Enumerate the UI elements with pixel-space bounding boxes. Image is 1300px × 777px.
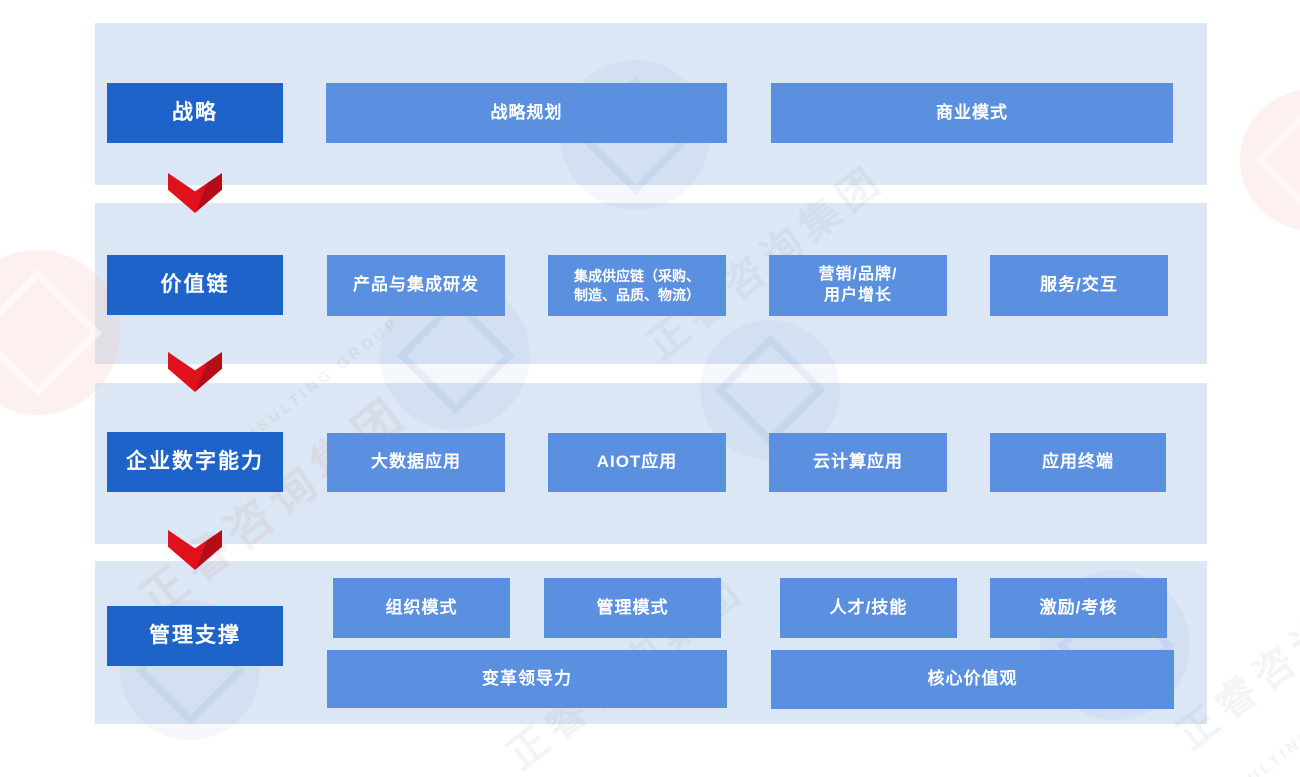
item-text: 核心价值观 <box>927 669 1018 689</box>
item-text: 战略规划 <box>490 102 563 122</box>
row-label-value-chain: 价值链 <box>107 255 283 315</box>
item-cloud-computing-application: 云计算应用 <box>769 433 947 492</box>
item-text: 大数据应用 <box>371 452 461 472</box>
row-label-text: 价值链 <box>160 273 230 297</box>
item-text-line2: 用户增长 <box>823 286 892 304</box>
item-aiot-application: AIOT应用 <box>548 433 726 492</box>
row-label-strategy: 战略 <box>107 83 283 143</box>
item-integrated-supply-chain: 集成供应链（采购、 制造、品质、物流） <box>548 255 726 316</box>
row-label-digital-capability: 企业数字能力 <box>107 432 283 492</box>
item-text: 人才/技能 <box>829 597 908 617</box>
row-label-text: 战略 <box>172 101 218 125</box>
item-text-line2: 制造、品质、物流） <box>574 286 700 303</box>
watermark-text-en: CONSULTING GROUP <box>1198 674 1300 777</box>
item-text: AIOT应用 <box>596 452 678 472</box>
item-incentive-assessment: 激励/考核 <box>990 578 1167 638</box>
item-text: 变革领导力 <box>482 668 572 688</box>
item-text-line1: 营销/品牌/ <box>818 265 898 283</box>
watermark-badge <box>1240 90 1300 230</box>
item-business-model: 商业模式 <box>771 83 1173 143</box>
row-label-text: 企业数字能力 <box>126 450 264 474</box>
item-text-line1: 集成供应链（采购、 <box>574 268 700 285</box>
item-organization-model: 组织模式 <box>333 578 510 638</box>
item-text: 组织模式 <box>385 597 458 617</box>
row-label-management-support: 管理支撑 <box>107 606 283 666</box>
item-product-integrated-rd: 产品与集成研发 <box>327 255 505 316</box>
row-label-text: 管理支撑 <box>149 624 241 648</box>
item-marketing-brand-growth: 营销/品牌/ 用户增长 <box>769 255 947 316</box>
item-text: 应用终端 <box>1042 452 1114 472</box>
item-text: 商业模式 <box>936 102 1008 122</box>
item-management-model: 管理模式 <box>544 578 721 638</box>
item-strategic-planning: 战略规划 <box>326 83 727 143</box>
item-service-interaction: 服务/交互 <box>990 255 1168 316</box>
item-talent-skill: 人才/技能 <box>780 578 957 638</box>
item-core-values: 核心价值观 <box>771 650 1174 709</box>
item-change-leadership: 变革领导力 <box>327 650 727 708</box>
item-text: 服务/交互 <box>1040 275 1118 295</box>
item-application-terminal: 应用终端 <box>990 433 1166 492</box>
item-text: 云计算应用 <box>813 452 903 472</box>
item-text: 管理模式 <box>596 597 669 617</box>
item-text: 产品与集成研发 <box>353 275 479 295</box>
item-text: 激励/考核 <box>1039 597 1118 617</box>
item-big-data-application: 大数据应用 <box>327 433 505 492</box>
